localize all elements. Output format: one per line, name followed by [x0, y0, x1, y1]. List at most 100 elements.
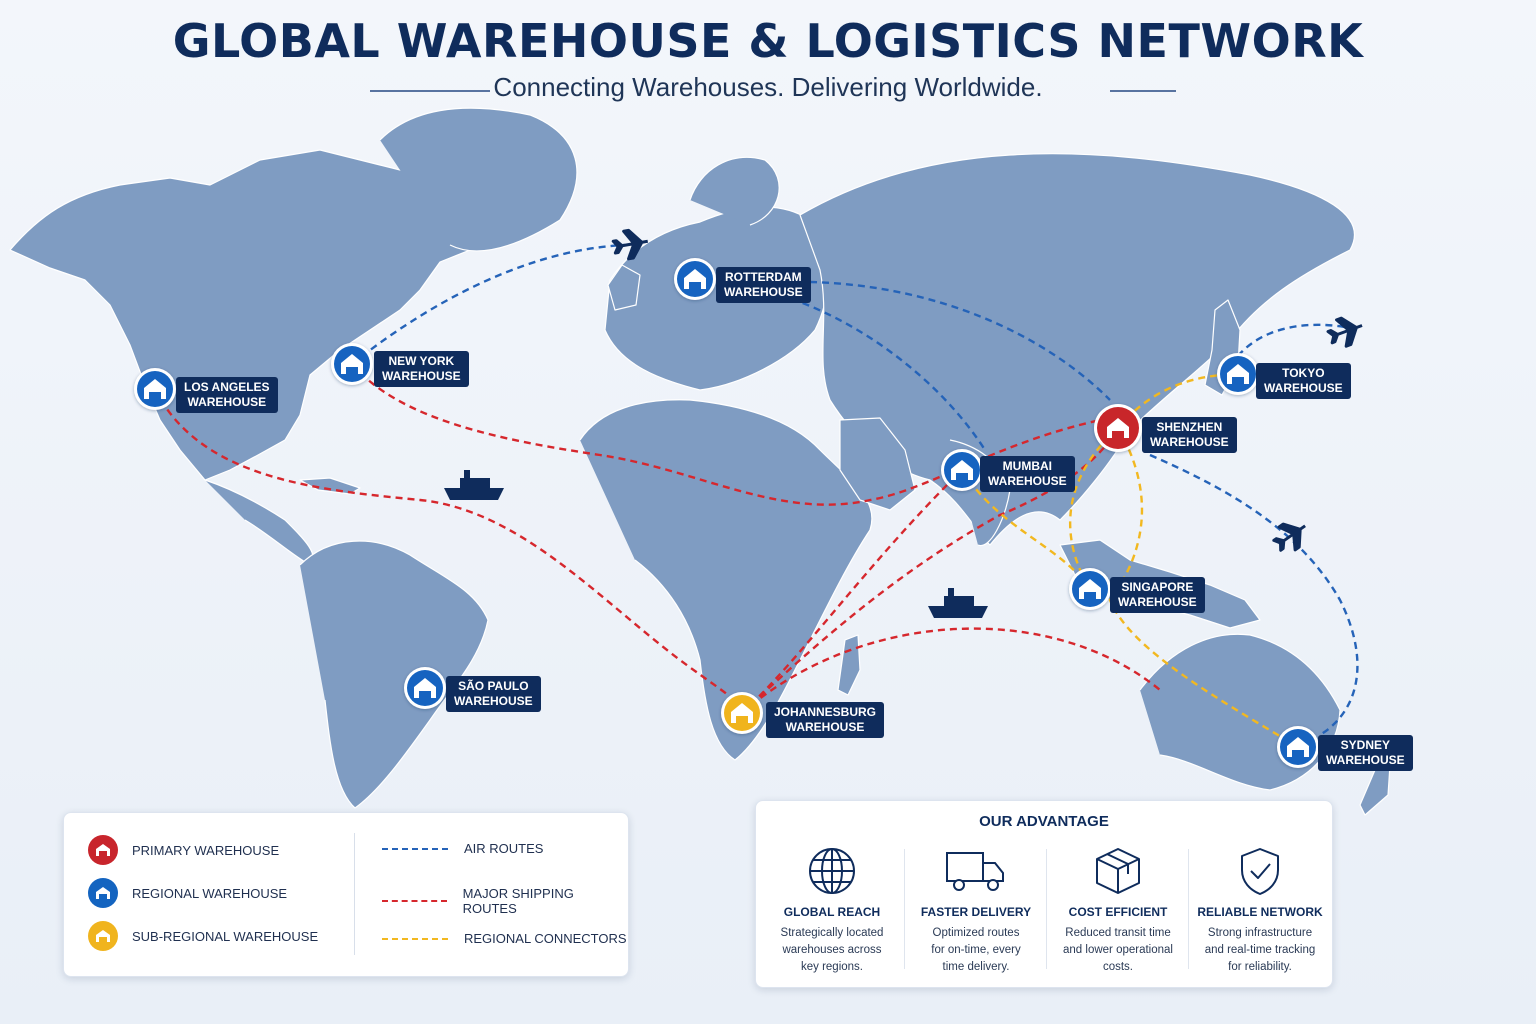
legend-air-label: AIR ROUTES [464, 841, 544, 856]
advantage-desc: Strategically located warehouses across … [762, 925, 902, 976]
desc-line: warehouses across [782, 944, 882, 956]
label-line1: SÃO PAULO [458, 679, 529, 693]
desc-line: and real-time tracking [1204, 944, 1316, 956]
advantage-desc: Optimized routes for on-time, every time… [906, 925, 1046, 976]
legend-panel: PRIMARY WAREHOUSE REGIONAL WAREHOUSE SUB… [63, 812, 629, 977]
syd-warehouse-marker[interactable] [1277, 726, 1319, 768]
vehicles [444, 228, 1363, 618]
greenland [379, 107, 578, 252]
jnb-warehouse-marker[interactable] [721, 692, 763, 734]
label-rotterdam[interactable]: ROTTERDAM WAREHOUSE [716, 267, 811, 303]
new-zealand [1359, 764, 1391, 816]
label-line1: ROTTERDAM [725, 270, 802, 284]
desc-line: Reduced transit time [1065, 927, 1171, 939]
air-route [779, 293, 987, 451]
subtitle-rule-right [1110, 90, 1176, 92]
mum-warehouse-marker[interactable] [941, 449, 983, 491]
page-subtitle: Connecting Warehouses. Delivering Worldw… [493, 72, 1043, 102]
label-line1: JOHANNESBURG [774, 705, 877, 719]
regional-warehouse-icon [88, 878, 118, 908]
british-isles [607, 264, 641, 311]
desc-line: for reliability. [1228, 961, 1292, 973]
label-line2: WAREHOUSE [187, 395, 267, 409]
legend-primary: PRIMARY WAREHOUSE [88, 835, 279, 865]
legend-shipping: MAJOR SHIPPING ROUTES [382, 886, 628, 916]
tok-warehouse-marker[interactable] [1217, 353, 1259, 395]
label-sydney[interactable]: SYDNEY WAREHOUSE [1318, 735, 1413, 771]
continents [9, 107, 1391, 816]
label-line1: LOS ANGELES [184, 380, 270, 394]
label-shenzhen[interactable]: SHENZHEN WAREHOUSE [1142, 417, 1237, 453]
legend-primary-label: PRIMARY WAREHOUSE [132, 842, 280, 858]
shz-warehouse-marker[interactable] [1094, 404, 1142, 452]
advantage-cost-efficient: COST EFFICIENT Reduced transit time and … [1048, 845, 1188, 976]
subregional-warehouse-icon [88, 921, 118, 951]
legend-subregional-label: SUB-REGIONAL WAREHOUSE [132, 928, 319, 944]
subtitle-rule-left [370, 90, 490, 92]
legend-air: AIR ROUTES [382, 841, 543, 856]
box-icon [1048, 845, 1188, 897]
legend-subregional: SUB-REGIONAL WAREHOUSE [88, 921, 318, 951]
air-route [351, 243, 626, 365]
warehouse-markers [134, 258, 1319, 768]
sin-warehouse-marker[interactable] [1069, 568, 1111, 610]
la-warehouse-marker[interactable] [134, 368, 176, 410]
advantage-heading: RELIABLE NETWORK [1197, 905, 1323, 919]
ny-warehouse-marker[interactable] [331, 343, 373, 385]
label-johannesburg[interactable]: JOHANNESBURG WAREHOUSE [766, 702, 885, 738]
label-line1: MUMBAI [1002, 459, 1052, 473]
air-route [1237, 323, 1346, 357]
label-line1: SINGAPORE [1121, 580, 1194, 594]
label-line2: WAREHOUSE [1326, 753, 1405, 767]
shield-check-icon [1190, 845, 1330, 897]
label-line2: WAREHOUSE [724, 285, 803, 299]
truck-icon [906, 845, 1046, 897]
advantage-heading: COST EFFICIENT [1068, 905, 1168, 919]
subtitle-wrap: Connecting Warehouses. Delivering Worldw… [0, 72, 1536, 103]
airplane-icon [1326, 316, 1363, 348]
label-tokyo[interactable]: TOKYO WAREHOUSE [1256, 363, 1351, 399]
air-route-swatch [382, 847, 448, 850]
advantage-separator [1046, 849, 1047, 969]
advantage-global-reach: GLOBAL REACH Strategically located wareh… [762, 845, 902, 976]
arabia [839, 417, 916, 511]
primary-warehouse-icon [88, 835, 118, 865]
label-line1: SYDNEY [1340, 738, 1391, 752]
shipping-route-swatch [382, 900, 447, 902]
scandinavia [689, 156, 780, 226]
label-new-york[interactable]: NEW YORK WAREHOUSE [374, 351, 469, 387]
ship-icon [928, 588, 988, 618]
advantage-heading: GLOBAL REACH [783, 905, 881, 919]
air-route [809, 280, 1111, 401]
legend-divider [354, 833, 355, 955]
label-sao-paulo[interactable]: SÃO PAULO WAREHOUSE [446, 676, 541, 712]
ship-icon [444, 470, 504, 500]
legend-shipping-label: MAJOR SHIPPING ROUTES [462, 886, 574, 916]
label-singapore[interactable]: SINGAPORE WAREHOUSE [1110, 577, 1205, 613]
label-line1: SHENZHEN [1156, 420, 1223, 434]
legend-regional: REGIONAL WAREHOUSE [88, 878, 287, 908]
caribbean [299, 477, 361, 495]
label-line2: WAREHOUSE [988, 474, 1067, 488]
desc-line: Strategically located [780, 927, 884, 939]
africa [579, 399, 873, 761]
label-los-angeles[interactable]: LOS ANGELES WAREHOUSE [176, 377, 278, 413]
advantage-desc: Reduced transit time and lower operation… [1048, 925, 1188, 976]
airplane-icon [1272, 522, 1306, 552]
desc-line: costs. [1102, 961, 1134, 973]
label-line2: WAREHOUSE [454, 694, 533, 708]
desc-line: and lower operational [1063, 944, 1173, 956]
sp-warehouse-marker[interactable] [404, 667, 446, 709]
shipping-route [153, 388, 744, 714]
label-mumbai[interactable]: MUMBAI WAREHOUSE [980, 456, 1075, 492]
label-line2: WAREHOUSE [382, 369, 461, 383]
label-line1: TOKYO [1282, 366, 1325, 380]
shipping-route [741, 427, 1120, 714]
desc-line: Optimized routes [932, 927, 1020, 939]
rot-warehouse-marker[interactable] [674, 258, 716, 300]
north-america [9, 149, 471, 481]
page-title: GLOBAL WAREHOUSE & LOGISTICS NETWORK [172, 14, 1364, 68]
advantage-separator [904, 849, 905, 969]
advantage-desc: Strong infrastructure and real-time trac… [1190, 925, 1330, 976]
shipping-route [741, 469, 963, 714]
